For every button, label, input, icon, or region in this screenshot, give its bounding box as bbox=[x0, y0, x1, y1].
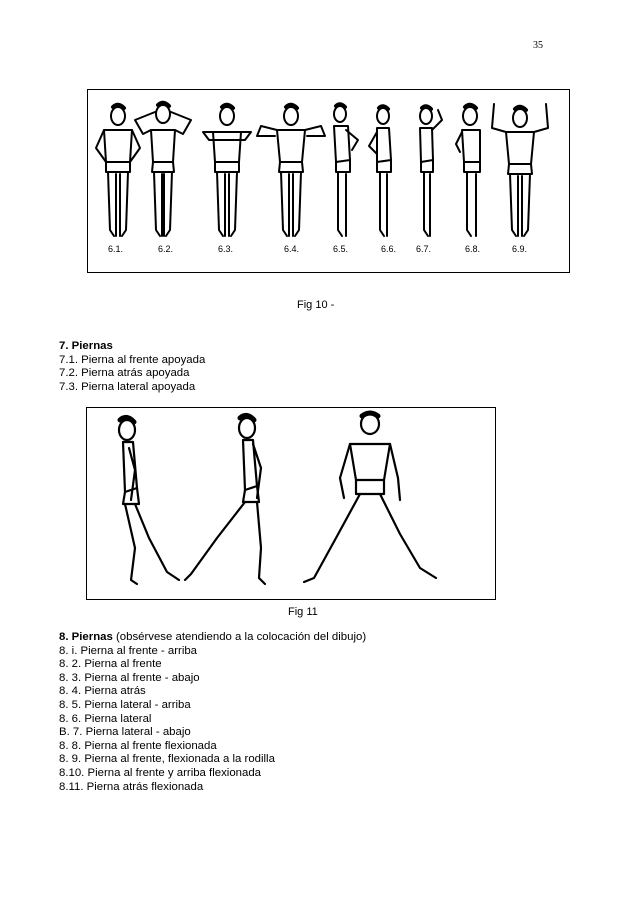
section-8-item: 8. 3. Pierna al frente - abajo bbox=[59, 671, 200, 684]
section-8-item: 8. 4. Pierna atrás bbox=[59, 685, 146, 698]
section-8-heading-note: (obsérvese atendiendo a la colocación de… bbox=[112, 631, 367, 643]
pose-label-6-2: 6.2. bbox=[158, 244, 173, 254]
page-number: 35 bbox=[533, 40, 543, 51]
section-8-item: 8.11. Pierna atrás flexionada bbox=[59, 780, 204, 793]
section-8-item: 8. i. Pierna al frente - arriba bbox=[59, 644, 198, 657]
leg-front-supported-figure bbox=[117, 414, 181, 586]
pose-6-8-figure bbox=[455, 102, 481, 237]
pose-6-1-figure bbox=[95, 102, 141, 237]
section-7-heading: 7. Piernas bbox=[59, 340, 113, 352]
pose-6-7-figure bbox=[419, 104, 443, 237]
pose-6-6-figure bbox=[368, 104, 392, 237]
section-7-item: 7.2. Pierna atrás apoyada bbox=[59, 367, 190, 380]
section-7: 7. Piernas 7.1. Pierna al frente apoyada… bbox=[59, 340, 205, 394]
figure-11-drawing bbox=[117, 410, 438, 586]
pose-label-6-7: 6.7. bbox=[416, 244, 431, 254]
leg-lateral-supported-figure bbox=[302, 410, 438, 584]
section-8-item: 8.10. Pierna al frente y arriba flexiona… bbox=[59, 766, 261, 779]
pose-6-2-figure bbox=[134, 100, 192, 237]
pose-label-6-4: 6.4. bbox=[284, 244, 299, 254]
pose-label-6-8: 6.8. bbox=[465, 244, 480, 254]
section-8-item: B. 7. Pierna lateral - abajo bbox=[59, 726, 191, 739]
section-8: 8. Piernas (obsérvese atendiendo a la co… bbox=[59, 631, 366, 794]
section-8-item: 8. 5. Pierna lateral - arriba bbox=[59, 698, 191, 711]
section-8-heading: 8. Piernas bbox=[59, 631, 113, 643]
figure-10-illustration: 6.1. 6.2. 6.3. 6.4. 6.5. 6.6. 6.7. 6.8. … bbox=[87, 89, 570, 273]
section-7-item: 7.3. Pierna lateral apoyada bbox=[59, 380, 196, 393]
section-8-item: 8. 2. Pierna al frente bbox=[59, 658, 162, 671]
pose-label-6-3: 6.3. bbox=[218, 244, 233, 254]
pose-6-5-figure bbox=[333, 102, 359, 237]
pose-label-6-1: 6.1. bbox=[108, 244, 123, 254]
figure-10-caption: Fig 10 - bbox=[297, 299, 335, 311]
section-8-item: 8. 9. Pierna al frente, flexionada a la … bbox=[59, 753, 275, 766]
section-8-item: 8. 8. Pierna al frente flexionada bbox=[59, 739, 217, 752]
leg-back-supported-figure bbox=[183, 412, 267, 586]
figure-10-drawing: 6.1. 6.2. 6.3. 6.4. 6.5. 6.6. 6.7. 6.8. … bbox=[95, 100, 549, 254]
section-8-heading-line: 8. Piernas (obsérvese atendiendo a la co… bbox=[59, 631, 366, 645]
pose-label-6-6: 6.6. bbox=[381, 244, 396, 254]
pose-label-6-5: 6.5. bbox=[333, 244, 348, 254]
section-8-item: 8. 6. Pierna lateral bbox=[59, 712, 152, 725]
section-7-item: 7.1. Pierna al frente apoyada bbox=[59, 353, 206, 366]
pose-6-4-figure bbox=[256, 102, 326, 237]
pose-6-3-figure bbox=[202, 102, 252, 237]
pose-6-9-figure bbox=[491, 103, 549, 237]
pose-label-6-9: 6.9. bbox=[512, 244, 527, 254]
figure-11-illustration bbox=[86, 407, 496, 600]
figure-11-caption: Fig 11 bbox=[288, 606, 318, 618]
